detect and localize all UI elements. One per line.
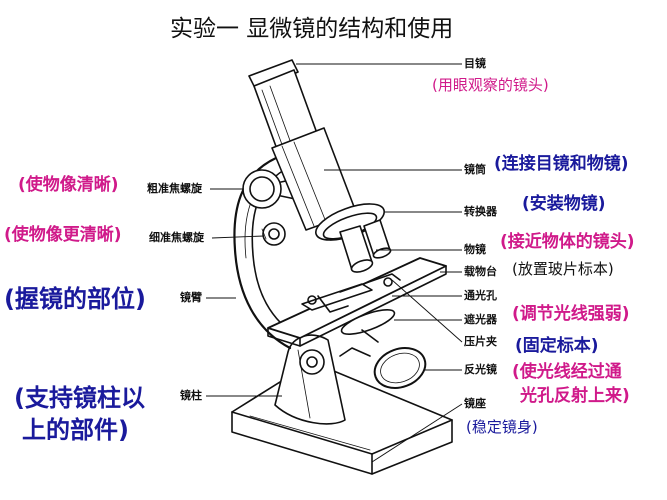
function-mirror-line2: 光孔反射上来) [520, 386, 630, 406]
label-stage: 载物台 [464, 265, 497, 278]
page-title: 实验一 显微镜的结构和使用 [170, 16, 454, 42]
function-base: (稳定镜身) [466, 418, 538, 436]
function-objective: (接近物体的镜头) [500, 232, 635, 252]
label-arm: 镜臂 [180, 291, 202, 304]
function-mirror-line1: (使光线经过通 [512, 362, 622, 382]
function-coarse-focus: (使物像清晰) [18, 175, 119, 195]
label-diaphragm: 遮光器 [464, 313, 497, 326]
label-fine-focus: 细准焦螺旋 [149, 231, 204, 244]
label-base: 镜座 [464, 397, 486, 410]
label-objective: 物镜 [464, 243, 486, 256]
function-clip: (固定标本) [515, 336, 599, 356]
function-pillar-line1: (支持镜柱以 [14, 384, 145, 412]
label-eyepiece: 目镜 [464, 57, 486, 70]
label-aperture: 通光孔 [464, 289, 497, 302]
function-pillar-line2: 上的部件) [22, 416, 129, 444]
label-tube: 镜筒 [464, 163, 486, 176]
function-diaphragm: (调节光线强弱) [512, 304, 630, 324]
function-arm: (握镜的部位) [4, 285, 146, 313]
function-nosepiece: (安装物镜) [522, 194, 606, 214]
label-nosepiece: 转换器 [464, 205, 497, 218]
function-fine-focus: (使物像更清晰) [4, 225, 122, 245]
label-clip: 压片夹 [464, 335, 497, 348]
function-eyepiece: (用眼观察的镜头) [432, 76, 549, 94]
label-coarse-focus: 粗准焦螺旋 [147, 182, 202, 195]
label-mirror: 反光镜 [464, 363, 497, 376]
function-tube: (连接目镜和物镜) [494, 154, 629, 174]
label-pillar: 镜柱 [180, 389, 202, 402]
function-stage: (放置玻片标本) [512, 260, 614, 278]
